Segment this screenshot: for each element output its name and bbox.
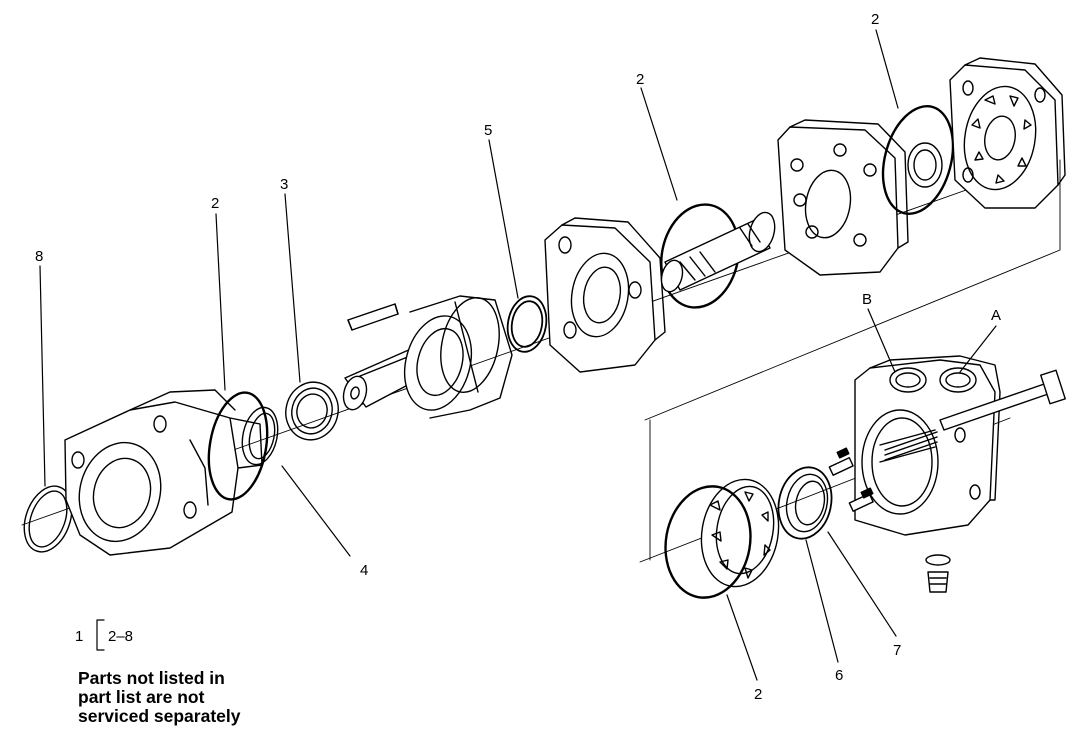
o-ring-2-top [881,104,955,216]
callout-6: 6 [835,667,843,684]
o-ring-8 [23,485,73,553]
service-note: Parts not listed in part list are not se… [78,669,338,726]
callout-2-left: 2 [211,195,219,212]
callout-7: 7 [893,642,901,659]
service-note-line-3: serviced separately [78,706,241,726]
rotor-set [700,478,780,588]
callout-5: 5 [484,122,492,139]
callout-2-top: 2 [871,11,879,28]
service-note-line-1: Parts not listed in [78,668,225,688]
callout-3: 3 [280,176,288,193]
seal-6-and-backup-ring-7 [777,466,833,540]
callout-2-bottom: 2 [754,686,762,703]
bearing-housing-plate [544,217,666,373]
callout-B: B [862,291,872,308]
callout-labels: 8 2 3 4 5 2 2 B A 2 6 7 [35,11,1001,703]
leader-lines [39,29,997,681]
callout-8: 8 [35,248,43,265]
output-shaft-bearing [342,295,513,419]
drive-shaft [660,211,776,293]
housing-bolt [884,369,1066,461]
callout-A: A [991,307,1001,324]
small-gear [907,142,943,188]
drain-plug [925,554,951,593]
washer-3 [285,381,339,441]
service-note-line-2: part list are not [78,687,205,707]
seal-4 [241,406,279,466]
kit-bracket: 1 2–8 [75,619,133,651]
end-cap [949,57,1066,209]
shaft-key [347,303,399,331]
plugs-and-pins [828,447,874,512]
kit-range: 2–8 [108,628,133,645]
kit-number: 1 [75,628,83,645]
mounting-flange-housing [64,389,263,556]
callout-4: 4 [360,562,368,579]
callout-2-middle: 2 [636,71,644,88]
o-ring-2-bottom [664,485,752,599]
o-ring-2-left [207,391,269,501]
o-ring-5 [506,295,548,353]
